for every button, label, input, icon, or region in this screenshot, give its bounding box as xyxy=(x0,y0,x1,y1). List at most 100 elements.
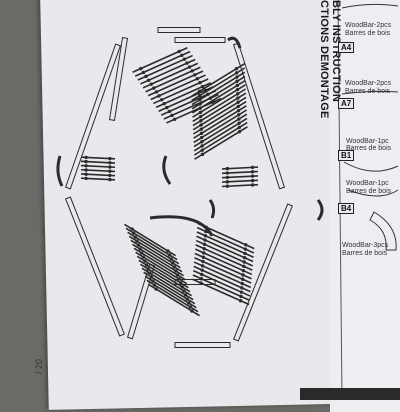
lower-right-slat-dowel xyxy=(242,264,246,269)
part-a7-desc: Barres de bois xyxy=(345,88,391,95)
middle-left-bar-dowel xyxy=(108,173,112,178)
middle-left-bar-dowel xyxy=(84,176,88,181)
sheet-edge xyxy=(337,0,343,400)
curved-rail xyxy=(149,215,214,237)
upper-left-slat-dowel xyxy=(200,84,205,89)
lower-left-slat-dowel xyxy=(190,309,194,313)
lower-left-slat-dowel xyxy=(154,287,158,291)
upper-right-slat-dowel xyxy=(235,92,240,96)
wood-bar-drawing-a4 xyxy=(341,3,399,9)
upper-right-slat-dowel xyxy=(237,129,242,134)
lower-right-slat-dowel xyxy=(243,247,248,251)
upper-right-slat-dowel xyxy=(199,114,203,119)
lower-right-slat-dowel xyxy=(200,264,205,268)
wood-bar-drawing-b1 xyxy=(343,161,399,172)
upper-right-slat-dowel xyxy=(200,144,204,148)
part-b1-name: WoodBar-1pc xyxy=(346,138,389,145)
middle-left-bar-dowel xyxy=(84,164,88,168)
lower-left-slat-dowel xyxy=(172,265,177,269)
lower-left-slat-dowel xyxy=(146,267,150,271)
lower-left-slat-dowel xyxy=(144,263,149,267)
lower-left-slat-dowel xyxy=(141,255,145,259)
lower-right-slat-dowel xyxy=(239,290,244,294)
upper-left-slat-dowel xyxy=(177,49,181,54)
frame-rail xyxy=(233,203,293,342)
upper-right-slat-dowel xyxy=(198,110,203,115)
lower-right-slat-dowel xyxy=(238,299,243,303)
lower-left-slat-dowel xyxy=(175,273,180,277)
lower-right-slat-dowel xyxy=(202,246,206,251)
upper-right-slat-dowel xyxy=(236,100,240,104)
middle-right-bar-dowel xyxy=(250,178,255,183)
curved-corner xyxy=(56,155,64,187)
upper-right-slat-dowel xyxy=(198,93,202,98)
wood-bar-drawing-b4 xyxy=(347,189,399,197)
header-line-2: CTIONS DEMONTAGE xyxy=(318,0,330,119)
upper-right-slat-dowel xyxy=(235,87,240,92)
wood-bar-drawing-a7 xyxy=(341,90,399,95)
upper-right-slat-dowel xyxy=(237,117,241,121)
upper-left-slat-dowel xyxy=(141,70,146,75)
middle-right-bar-dowel xyxy=(225,171,230,175)
part-b4-name: WoodBar-1pc xyxy=(346,180,389,187)
page-number: / 20 xyxy=(34,358,44,374)
part-b4-desc: Barres de bois xyxy=(346,188,392,195)
lower-left-slat-dowel xyxy=(171,261,175,265)
upper-right-slat-dowel xyxy=(198,98,202,102)
middle-left-bar-dowel xyxy=(84,168,88,172)
lower-left-slat-dowel xyxy=(166,249,170,253)
part-b4-code: B4 xyxy=(338,203,355,214)
upper-left-slat-dowel xyxy=(170,113,174,118)
upper-right-slat-dowel xyxy=(199,123,203,127)
upper-left-slat-dowel xyxy=(193,73,197,77)
wood-bar-drawing-curve xyxy=(369,211,397,251)
middle-left-bar-dowel xyxy=(84,159,88,164)
upper-right-slat-dowel xyxy=(235,79,239,83)
upper-left-slat-dowel xyxy=(180,53,184,58)
curved-corner xyxy=(316,199,324,221)
frame-rail xyxy=(65,196,125,337)
upper-right-slat-dowel xyxy=(237,125,241,130)
middle-right-bar-dowel xyxy=(250,170,255,174)
frame-rail xyxy=(157,27,201,33)
lower-right-slat-dowel xyxy=(202,242,207,247)
lower-right-slat-dowel xyxy=(242,260,246,264)
lower-right-slat-dowel xyxy=(240,277,245,281)
curved-corner xyxy=(162,155,172,185)
upper-left-slat-dowel xyxy=(162,101,166,106)
lower-right-slat-dowel xyxy=(240,281,244,286)
lower-right-slat-dowel xyxy=(203,238,207,242)
assembly-diagram xyxy=(56,0,399,400)
lower-left-slat-dowel xyxy=(180,285,185,289)
lower-right-slat-dowel xyxy=(203,234,208,238)
frame-rail xyxy=(108,37,129,121)
upper-right-slat-dowel xyxy=(236,108,241,113)
lower-left-slat-dowel xyxy=(167,253,172,257)
lower-right-slat-dowel xyxy=(199,277,204,281)
upper-right-slat-dowel xyxy=(235,83,239,88)
lower-right-slat-dowel xyxy=(244,243,248,247)
lower-right-slat-dowel xyxy=(240,286,244,290)
middle-right-bar-dowel xyxy=(225,166,230,171)
lower-left-slat-dowel xyxy=(149,275,153,279)
part-5-desc: Barres de bois xyxy=(342,250,388,257)
upper-right-slat-dowel xyxy=(198,102,202,106)
upper-right-slat-dowel xyxy=(197,89,202,94)
lower-right-slat-dowel xyxy=(239,294,243,299)
lower-right-slat-dowel xyxy=(242,256,247,260)
upper-left-slat-dowel xyxy=(146,78,151,82)
middle-right-bar-dowel xyxy=(225,175,230,180)
lower-left-slat-dowel xyxy=(182,289,186,293)
middle-left-bar-dowel xyxy=(108,177,112,182)
lower-left-slat-dowel xyxy=(169,257,173,261)
upper-right-slat-dowel xyxy=(199,119,203,123)
middle-right-bar-dowel xyxy=(225,184,230,188)
upper-right-slat-dowel xyxy=(236,96,240,100)
upper-left-slat-dowel xyxy=(190,69,194,73)
part-b1-desc: Barres de bois xyxy=(346,145,392,152)
table-edge xyxy=(300,388,400,400)
upper-right-slat-dowel xyxy=(235,75,239,79)
upper-left-slat-dowel xyxy=(152,86,156,90)
lower-left-slat-dowel xyxy=(152,283,157,287)
upper-left-slat-dowel xyxy=(139,66,143,71)
